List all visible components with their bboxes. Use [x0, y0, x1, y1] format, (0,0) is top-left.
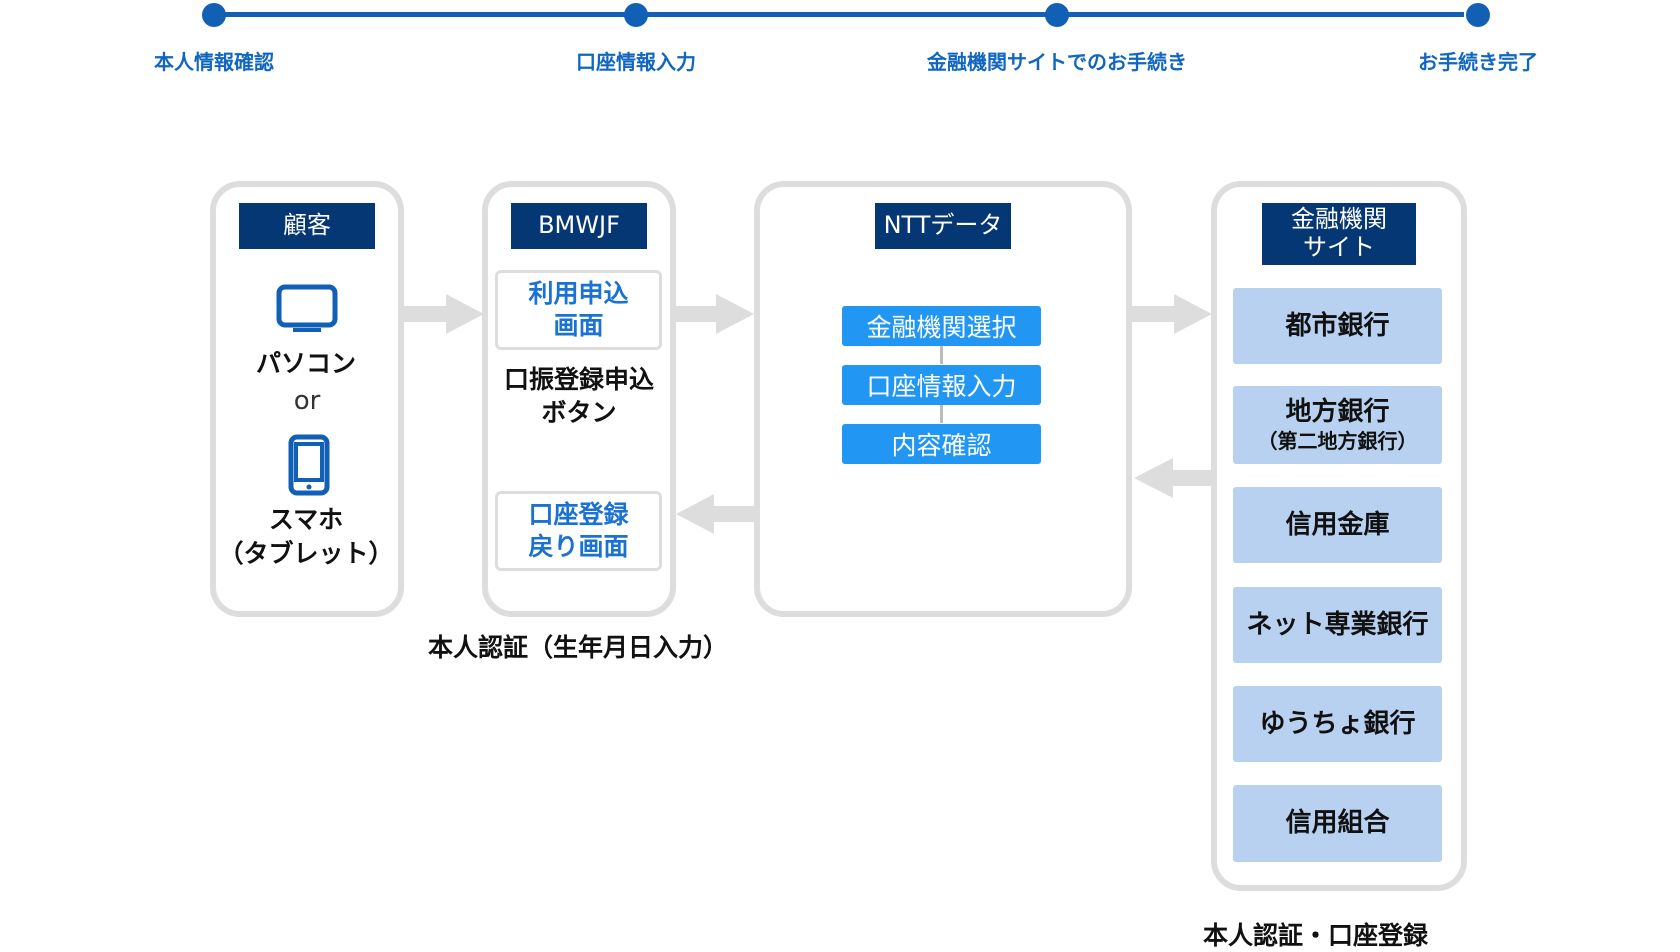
step-dot-3 [1045, 3, 1069, 27]
return-screen-box: 口座登録 戻り画面 [495, 491, 662, 571]
bank-city: 都市銀行 [1233, 288, 1442, 364]
ntt-step-bank-select: 金融機関選択 [842, 306, 1041, 346]
ntt-header: NTTデータ [875, 203, 1011, 249]
step-label-4: お手続き完了 [1418, 50, 1538, 74]
bank-net: ネット専業銀行 [1233, 587, 1442, 663]
bank-site-header-2: サイト [1303, 233, 1375, 261]
arrow-customer-to-bmwjf [402, 294, 484, 334]
return-screen-label-1: 口座登録 [528, 499, 629, 529]
bmwjf-header: BMWJF [511, 203, 647, 249]
step-dot-4 [1466, 3, 1490, 27]
bank-kumiai: 信用組合 [1233, 785, 1442, 862]
bank-name: 地方銀行 [1285, 397, 1390, 428]
ntt-step-connector-2 [940, 405, 943, 423]
bank-site-header-1: 金融機関 [1291, 205, 1387, 234]
bank-yucho: ゆうちょ銀行 [1233, 686, 1442, 762]
arrow-ntt-to-bmwjf [676, 494, 756, 534]
bank-name: ゆうちょ銀行 [1259, 708, 1416, 739]
bank-name: ネット専業銀行 [1246, 609, 1429, 640]
step-dot-2 [624, 3, 648, 27]
or-label: or [293, 386, 321, 416]
apply-button-label: 口振登録申込 ボタン [504, 364, 654, 429]
step-label-1: 本人情報確認 [154, 50, 274, 74]
ntt-step-confirm: 内容確認 [842, 424, 1041, 464]
step-label-3: 金融機関サイトでのお手続き [927, 50, 1187, 74]
ntt-step-account-info: 口座情報入力 [842, 365, 1041, 405]
smartphone-icon [288, 434, 330, 496]
monitor-icon [276, 284, 338, 332]
step-label-2: 口座情報入力 [576, 50, 696, 74]
pc-label: パソコン [255, 349, 357, 378]
customer-column [210, 181, 404, 617]
ntt-step-connector-1 [940, 346, 943, 364]
bank-regional: 地方銀行 （第二地方銀行） [1233, 386, 1442, 464]
progress-line [214, 12, 1464, 17]
arrow-ntt-to-bank [1130, 294, 1212, 334]
bank-name: 信用組合 [1285, 808, 1390, 839]
apply-button-label-1: 口振登録申込 [503, 365, 655, 394]
tablet-label: （タブレット） [218, 539, 394, 568]
step-dot-1 [202, 3, 226, 27]
customer-header: 顧客 [239, 203, 375, 249]
bank-site-caption: 本人認証・口座登録 [1203, 921, 1429, 950]
bank-name: 信用金庫 [1285, 509, 1390, 540]
apply-screen-label-1: 利用申込 [528, 278, 629, 308]
apply-screen-label-2: 画面 [553, 311, 604, 340]
bank-sub: （第二地方銀行） [1257, 428, 1418, 453]
apply-button-label-2: ボタン [541, 397, 617, 427]
return-screen-label-2: 戻り画面 [528, 532, 629, 561]
bank-site-header: 金融機関 サイト [1262, 203, 1416, 265]
bmwjf-caption: 本人認証（生年月日入力） [428, 633, 729, 662]
bank-shinkin: 信用金庫 [1233, 487, 1442, 563]
apply-screen-box: 利用申込 画面 [495, 270, 662, 350]
bank-name: 都市銀行 [1285, 310, 1390, 341]
phone-label: スマホ [268, 505, 344, 534]
arrow-bmwjf-to-ntt [676, 294, 754, 334]
arrow-bank-to-ntt [1134, 458, 1215, 498]
